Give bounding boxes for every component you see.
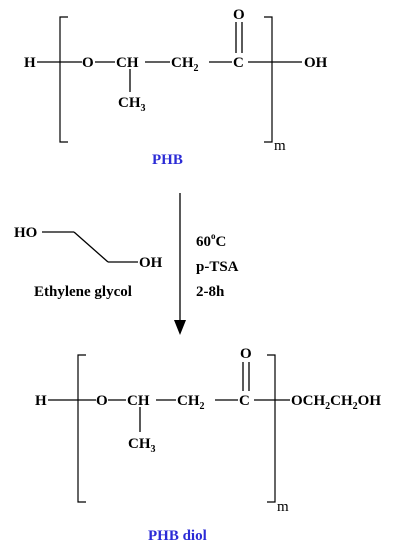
- phb-caption: PHB: [152, 152, 183, 168]
- phb-atom-oh: OH: [304, 55, 328, 71]
- condition-temperature: 60oC: [196, 231, 226, 250]
- diol-atom-ch2: CH2: [177, 393, 205, 412]
- eg-bond-2: [73, 231, 109, 263]
- diol-left-bracket: [77, 354, 86, 503]
- phb-atom-o: O: [82, 55, 94, 71]
- phb-left-bracket: [59, 16, 68, 143]
- phb-repeat-index: m: [274, 138, 286, 154]
- diol-atom-ch3: CH3: [128, 436, 156, 455]
- diol-atom-h: H: [35, 393, 47, 409]
- arrow-head: [174, 320, 186, 335]
- diol-atom-c: C: [239, 393, 250, 409]
- condition-time: 2-8h: [196, 284, 225, 300]
- phb-atom-c: C: [233, 55, 244, 71]
- phb-atom-ch3: CH3: [118, 95, 146, 114]
- phb-structure: m H O CH CH2 C O OH CH3: [24, 7, 328, 154]
- condition-catalyst: p-TSA: [196, 259, 239, 275]
- phb-atom-carbonyl-o: O: [233, 7, 245, 23]
- phb-atom-h: H: [24, 55, 36, 71]
- diol-repeat-index: m: [277, 499, 289, 515]
- diol-right-bracket: [267, 354, 276, 503]
- ethylene-glycol-label: Ethylene glycol: [34, 284, 132, 300]
- phb-diol-structure: m H O CH CH2 C O OCH2CH2OH CH3: [35, 346, 381, 515]
- ethylene-glycol-structure: HO OH: [14, 225, 163, 271]
- phb-diol-caption: PHB diol: [148, 528, 207, 544]
- reaction-arrow: [174, 193, 186, 335]
- phb-atom-ch2: CH2: [171, 55, 199, 74]
- phb-atom-ch: CH: [116, 55, 139, 71]
- eg-atom-oh: OH: [139, 255, 163, 271]
- diol-end-group: OCH2CH2OH: [291, 393, 381, 412]
- diol-atom-ch: CH: [127, 393, 150, 409]
- phb-right-bracket: [264, 16, 273, 143]
- diol-atom-o: O: [96, 393, 108, 409]
- diol-atom-carbonyl-o: O: [240, 346, 252, 362]
- eg-atom-ho: HO: [14, 225, 37, 241]
